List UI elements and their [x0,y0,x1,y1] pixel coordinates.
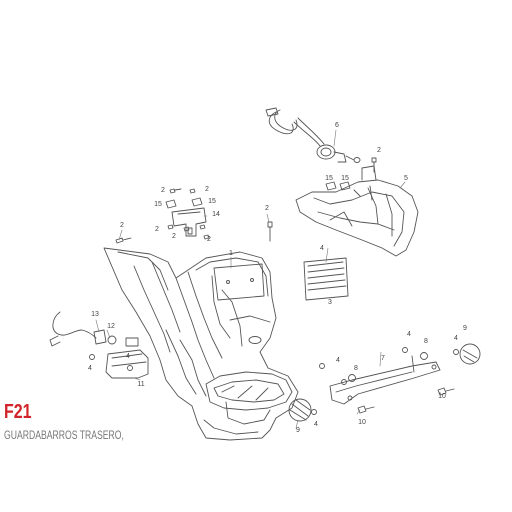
callout-4: 4 [407,331,411,338]
callout-15: 15 [325,175,333,182]
callout-2: 2 [161,187,165,194]
tail-lamp-housing-part [295,165,419,257]
callout-3: 3 [328,299,332,306]
callout-2: 2 [120,222,124,229]
callout-14: 14 [212,211,220,218]
callout-9: 9 [296,427,300,434]
callout-4: 4 [126,353,130,360]
reflector-part [303,257,349,301]
callout-5: 5 [404,175,408,182]
callout-8: 8 [354,365,358,372]
callout-4: 4 [454,335,458,342]
figure-caption: GUARDABARROS TRASERO, [4,428,124,442]
callout-12: 12 [107,323,115,330]
callout-2: 2 [205,186,209,193]
bulb-socket-wiring-part [265,107,361,163]
callout-2: 2 [207,236,211,243]
bolt-parts [357,387,455,414]
callout-4: 4 [320,245,324,252]
callout-10: 10 [358,419,366,426]
callout-4: 4 [314,421,318,428]
callout-13: 13 [91,311,99,318]
screw-parts [115,157,377,244]
callout-10: 10 [438,393,446,400]
callout-6: 6 [335,122,339,129]
callout-labels: 1 2 2 2 2 2 2 2 2 3 4 4 4 4 4 4 4 5 6 7 … [88,122,467,434]
washer-parts [348,352,428,382]
nut-parts [89,347,459,415]
leader-lines [95,129,441,429]
figure-code: F21 [4,401,32,423]
callout-15: 15 [208,198,216,205]
callout-2: 2 [377,147,381,154]
callout-9: 9 [463,325,467,332]
callout-2: 2 [172,233,176,240]
callout-11: 11 [137,381,144,388]
callout-2: 2 [155,226,159,233]
callout-1: 1 [229,250,233,257]
round-reflector-parts [288,343,481,422]
clip-parts [165,181,351,209]
rear-fender-part [103,247,299,441]
callout-15: 15 [341,175,349,182]
lamp-socket-wire-part [49,311,117,347]
license-lamp-part [105,337,149,379]
plate-support-bracket-part [329,355,441,405]
callout-15: 15 [154,201,162,208]
callout-4: 4 [88,365,92,372]
callout-8: 8 [424,338,428,345]
lamp-bracket-part [171,207,207,237]
callout-2: 2 [265,205,269,212]
callout-4: 4 [336,357,340,364]
plate-bracket-part [213,263,265,301]
callout-7: 7 [381,355,385,362]
